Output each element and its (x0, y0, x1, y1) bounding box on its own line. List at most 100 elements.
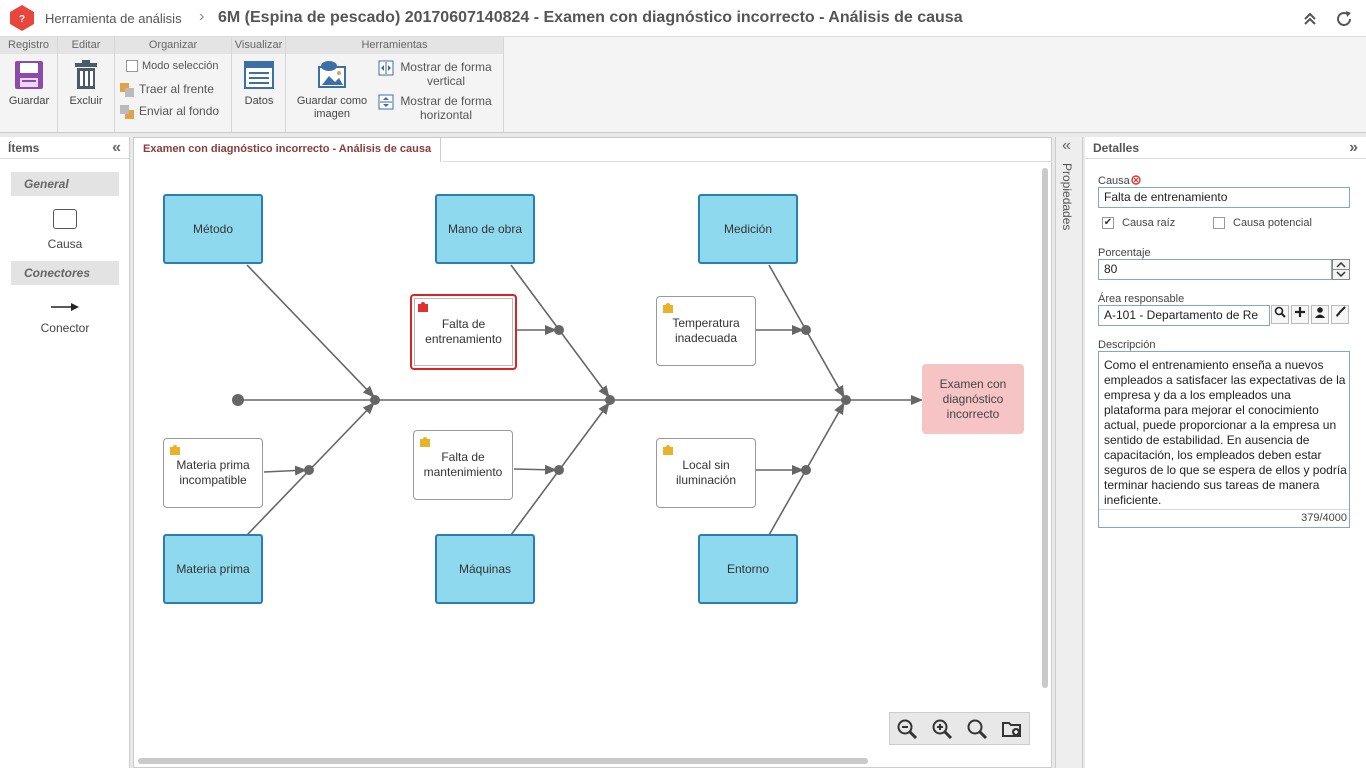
fishbone-connectors (232, 264, 923, 536)
show-horizontal-button[interactable]: Mostrar de forma horizontal (378, 94, 494, 122)
search-area-button[interactable] (1271, 305, 1289, 324)
details-panel: Detalles » Causa Falta de entrenamiento … (1085, 137, 1366, 768)
clear-area-button[interactable] (1331, 305, 1349, 324)
save-as-image-button[interactable]: Guardar como imagen (292, 59, 372, 121)
checkbox-checked-icon: ✔ (1102, 217, 1114, 229)
category-mano-de-obra[interactable]: Mano de obra (435, 194, 535, 264)
cause-materia-prima-incompatible[interactable]: Materia prima incompatible (163, 438, 263, 508)
breadcrumb-app[interactable]: Herramienta de análisis (45, 11, 182, 26)
root-cause-checkbox[interactable]: ✔ Causa raíz (1102, 217, 1175, 229)
properties-label[interactable]: Propiedades (1060, 163, 1074, 231)
description-label: Descripción (1098, 339, 1156, 351)
ribbon-group-title: Organizar (115, 37, 231, 54)
tab-diagram[interactable]: Examen con diagnóstico incorrecto - Anál… (134, 138, 442, 162)
puzzle-red-icon (418, 302, 428, 312)
category-materia-prima[interactable]: Materia prima (163, 534, 263, 604)
connector-line[interactable] (263, 465, 307, 476)
zoom-reset-icon[interactable] (966, 718, 988, 740)
toolbar-ribbon: Registro Guardar Editar Excluir (0, 37, 1366, 133)
breadcrumb-separator: › (199, 8, 205, 25)
percentage-stepper[interactable] (1332, 259, 1350, 280)
cause-label: Temperatura inadecuada (672, 316, 740, 345)
save-button[interactable]: Guardar (5, 59, 53, 107)
connector-tool[interactable]: Conector (0, 301, 130, 335)
folder-zoom-icon[interactable] (1001, 718, 1023, 740)
percentage-input[interactable]: 80 (1098, 259, 1332, 280)
vertical-layout-icon (378, 60, 394, 76)
root-cause-label: Causa raíz (1122, 217, 1176, 229)
connector-line[interactable] (513, 464, 557, 475)
cause-tool[interactable]: Causa (0, 209, 130, 251)
description-textarea[interactable]: Como el entrenamiento enseña a nuevos em… (1098, 351, 1350, 528)
delete-button[interactable]: Excluir (63, 59, 109, 107)
section-connectors[interactable]: Conectores (11, 261, 119, 285)
cause-local-sin-iluminacion[interactable]: Local sin iluminación (656, 438, 756, 508)
ribbon-group-visualizar: Visualizar Datos (232, 37, 286, 132)
cause-temperatura-inadecuada[interactable]: Temperatura inadecuada (656, 296, 756, 366)
show-vertical-button[interactable]: Mostrar de forma vertical (378, 60, 494, 88)
user-area-button[interactable] (1311, 305, 1329, 324)
details-panel-title: Detalles (1093, 141, 1140, 155)
collapse-up-icon[interactable] (1301, 10, 1319, 28)
properties-strip[interactable]: « Propiedades (1055, 137, 1083, 768)
junction-node[interactable] (304, 465, 314, 475)
vertical-scrollbar[interactable] (1042, 168, 1048, 688)
ribbon-group-title: Herramientas (286, 37, 503, 54)
cause-label-text: Causa (1098, 175, 1130, 187)
fishbone-canvas[interactable]: Método Mano de obra Medición Materia pri… (134, 162, 1040, 762)
add-area-button[interactable] (1291, 305, 1309, 324)
section-general[interactable]: General (11, 172, 119, 196)
zoom-in-icon[interactable] (931, 718, 953, 740)
user-icon (1315, 307, 1325, 318)
potential-cause-label: Causa potencial (1233, 217, 1312, 229)
effect-problem-box[interactable]: Examen con diagnóstico incorrecto (922, 364, 1024, 434)
refresh-icon[interactable] (1334, 9, 1354, 29)
ribbon-group-registro: Registro Guardar (0, 37, 58, 132)
arrow-right-icon (51, 303, 79, 311)
show-horizontal-line2: horizontal (419, 108, 473, 122)
cause-input[interactable]: Falta de entrenamiento (1098, 187, 1350, 208)
category-entorno[interactable]: Entorno (698, 534, 798, 604)
question-hexagon-icon[interactable]: ? (8, 4, 36, 32)
junction-node[interactable] (841, 395, 851, 405)
floppy-disk-icon (15, 61, 43, 89)
bring-front-button[interactable]: Traer al frente (119, 82, 214, 98)
plus-icon (1295, 307, 1305, 317)
expand-right-icon[interactable]: » (1349, 139, 1358, 156)
horizontal-scrollbar[interactable] (138, 758, 868, 764)
puzzle-yellow-icon (170, 445, 180, 455)
category-medicion[interactable]: Medición (698, 194, 798, 264)
required-icon (1131, 175, 1141, 185)
eraser-icon (1336, 306, 1346, 317)
cause-field-label: Causa (1098, 175, 1141, 187)
send-back-button[interactable]: Enviar al fondo (119, 104, 219, 120)
data-button[interactable]: Datos (235, 59, 283, 107)
svg-text:?: ? (19, 14, 25, 25)
puzzle-yellow-icon (420, 437, 430, 447)
connector-line[interactable] (246, 264, 375, 398)
bring-to-front-icon (120, 83, 134, 97)
potential-cause-checkbox[interactable]: Causa potencial (1213, 217, 1312, 229)
selection-mode-toggle[interactable]: Modo selección (126, 60, 219, 73)
collapse-left-icon[interactable]: « (112, 139, 121, 156)
junction-node[interactable] (605, 395, 615, 405)
collapse-left-icon[interactable]: « (1062, 137, 1071, 154)
area-input[interactable]: A-101 - Departamento de Re (1098, 305, 1270, 326)
junction-node[interactable] (554, 465, 564, 475)
items-panel-header: Ítems « (0, 137, 129, 159)
rectangle-icon (53, 209, 77, 229)
spine-start-node[interactable] (232, 394, 244, 406)
save-label: Guardar (8, 95, 50, 107)
horizontal-layout-icon (378, 94, 394, 110)
cause-falta-de-entrenamiento[interactable]: Falta de entrenamiento (410, 294, 517, 370)
category-maquinas[interactable]: Máquinas (435, 534, 535, 604)
cause-falta-de-mantenimiento[interactable]: Falta de mantenimiento (413, 430, 513, 500)
category-metodo[interactable]: Método (163, 194, 263, 264)
selection-mode-label: Modo selección (142, 60, 219, 72)
junction-node[interactable] (801, 465, 811, 475)
zoom-out-icon[interactable] (896, 718, 918, 740)
image-cloud-icon (318, 61, 346, 88)
junction-node[interactable] (554, 325, 564, 335)
junction-node[interactable] (801, 325, 811, 335)
junction-node[interactable] (370, 395, 380, 405)
